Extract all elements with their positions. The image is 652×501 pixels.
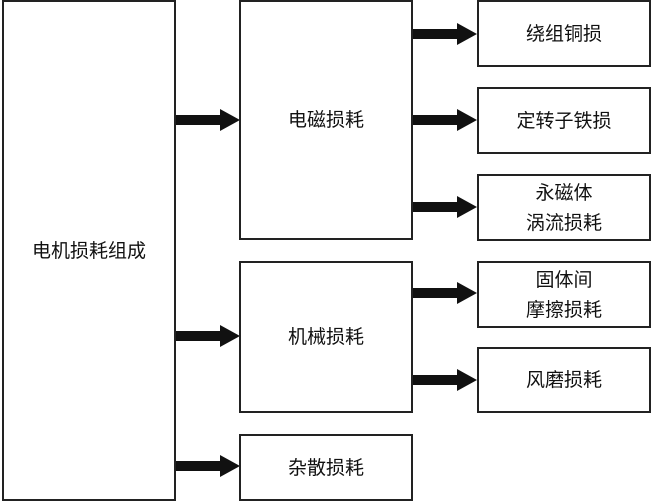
item-label-line-2: 涡流损耗: [525, 211, 602, 234]
item-label: 风磨损耗: [525, 369, 602, 391]
item-label-line-1: 固体间: [535, 268, 593, 291]
item-box-windage-loss: 风磨损耗: [477, 347, 651, 413]
arrow-mech-to-solid-friction: [413, 282, 477, 304]
root-label: 电机损耗组成: [31, 239, 146, 262]
category-label: 电磁损耗: [287, 109, 364, 131]
root-box-motor-loss-composition: 电机损耗组成: [2, 0, 176, 501]
arrow-mech-to-windage: [413, 369, 477, 391]
item-box-solid-friction-loss: 固体间 摩擦损耗: [477, 261, 651, 328]
item-label-line-1: 永磁体: [535, 181, 593, 204]
arrow-root-to-mechanical: [176, 325, 240, 347]
arrow-em-to-core-iron: [413, 109, 477, 131]
arrow-root-to-stray: [176, 455, 240, 477]
category-label: 杂散损耗: [287, 456, 364, 479]
item-label: 定转子铁损: [516, 109, 612, 132]
category-box-mechanical-loss: 机械损耗: [239, 261, 413, 413]
arrow-em-to-magnet-eddy: [413, 196, 477, 218]
item-box-core-iron-loss: 定转子铁损: [477, 87, 651, 154]
arrow-em-to-winding-copper: [413, 23, 477, 45]
item-box-winding-copper-loss: 绕组铜损: [477, 0, 651, 67]
item-box-magnet-eddy-loss: 永磁体 涡流损耗: [477, 174, 651, 241]
category-box-electromagnetic-loss: 电磁损耗: [239, 0, 413, 240]
category-label: 机械损耗: [287, 326, 364, 348]
item-label-line-2: 摩擦损耗: [525, 298, 602, 321]
item-label: 绕组铜损: [525, 22, 602, 45]
category-box-stray-loss: 杂散损耗: [239, 434, 413, 501]
arrow-root-to-electromagnetic: [176, 109, 240, 131]
